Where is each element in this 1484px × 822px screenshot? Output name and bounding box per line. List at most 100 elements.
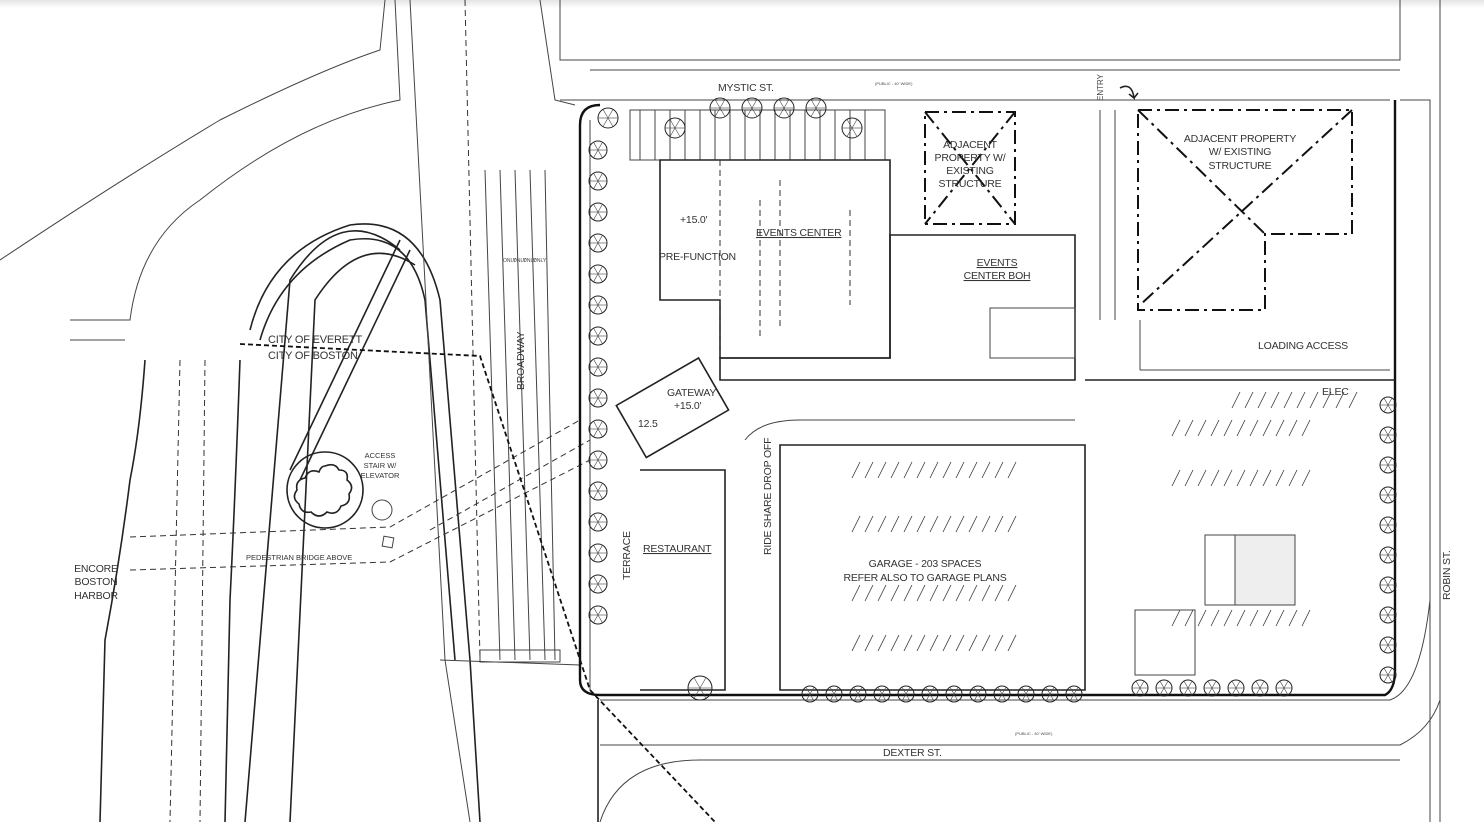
parking-stall-line — [903, 634, 913, 652]
broadway-label: BROADWAY — [515, 331, 527, 390]
parking-stall-line — [1249, 469, 1259, 487]
parking-stall-line — [1309, 391, 1319, 409]
loading-access-label: LOADING ACCESS — [1258, 340, 1348, 352]
parking-stall-line — [1184, 469, 1194, 487]
parking-stall-line — [942, 584, 952, 602]
parking-stall-line — [955, 634, 965, 652]
parking-stall-line — [1171, 419, 1181, 437]
parking-stall-line — [890, 461, 900, 479]
svg-text:CENTER BOH: CENTER BOH — [964, 270, 1031, 282]
parking-stall-line — [1197, 469, 1207, 487]
parking-stall-line — [864, 515, 874, 533]
svg-text:GATEWAY: GATEWAY — [667, 387, 716, 399]
parking-stall-line — [916, 461, 926, 479]
adjacent-property-small — [924, 111, 1016, 225]
parking-stall-line — [1223, 469, 1233, 487]
parking-stall-line — [864, 634, 874, 652]
stair-elevation: 12.5 — [638, 418, 658, 430]
ride-share-label: RIDE SHARE DROP OFF — [762, 438, 774, 555]
parking-stall-line — [1236, 469, 1246, 487]
parking-stall-line — [916, 515, 926, 533]
parking-stall-line — [877, 461, 887, 479]
parking-stall-line — [1249, 609, 1259, 627]
parking-stall-line — [1171, 609, 1181, 627]
parking-stall-line — [1296, 391, 1306, 409]
parking-stall-line — [890, 515, 900, 533]
parking-stall-line — [877, 584, 887, 602]
encore-label: ENCORE BOSTON HARBOR — [74, 563, 119, 602]
parking-stall-line — [1288, 469, 1298, 487]
parking-stall-line — [1197, 419, 1207, 437]
parking-stall-line — [1236, 419, 1246, 437]
plaza — [129, 419, 591, 571]
parking-stall-line — [1270, 391, 1280, 409]
parking-stall-line — [851, 461, 861, 479]
parking-stall-line — [994, 461, 1004, 479]
parking-stall-line — [968, 515, 978, 533]
parking-stall-line — [981, 584, 991, 602]
parking-stall-line — [929, 461, 939, 479]
parking-stall-line — [1223, 419, 1233, 437]
parking-stalls — [851, 391, 1358, 652]
parking-stall-line — [955, 461, 965, 479]
parking-stall-line — [903, 584, 913, 602]
svg-text:REFER ALSO TO GARAGE PLANS: REFER ALSO TO GARAGE PLANS — [843, 572, 1006, 584]
parking-stall-line — [1184, 419, 1194, 437]
parking-stall-line — [1007, 461, 1017, 479]
viewer-top-shadow — [0, 0, 1484, 8]
svg-text:+15.0': +15.0' — [674, 400, 702, 412]
lane-marking: ONLY — [503, 258, 517, 264]
parking-stall-line — [1244, 391, 1254, 409]
parking-stall-line — [929, 584, 939, 602]
parking-stall-line — [1275, 419, 1285, 437]
parking-stall-line — [968, 461, 978, 479]
svg-text:ADJACENT PROPERTY: ADJACENT PROPERTY — [1184, 133, 1297, 145]
parking-stall-line — [851, 584, 861, 602]
adjacent-large-label: ADJACENT PROPERTY W/ EXISTING STRUCTURE — [1184, 133, 1297, 172]
svg-text:HARBOR: HARBOR — [74, 590, 118, 602]
svg-text:EVENTS: EVENTS — [977, 257, 1018, 269]
parking-stall-line — [942, 634, 952, 652]
gateway-label: GATEWAY +15.0' — [667, 387, 717, 412]
parking-stall-line — [1335, 391, 1345, 409]
pedestrian-bridge-label: PEDESTRIAN BRIDGE ABOVE — [246, 553, 352, 562]
parking-stall-line — [851, 634, 861, 652]
parking-stall-line — [864, 461, 874, 479]
parking-stall-line — [877, 515, 887, 533]
parking-stall-line — [916, 634, 926, 652]
site — [578, 100, 1397, 697]
parking-stall-line — [981, 461, 991, 479]
svg-text:STRUCTURE: STRUCTURE — [1209, 160, 1272, 172]
parking-stall-line — [877, 634, 887, 652]
broadway-lanes: ONLY ONLY ONLY ONLY BROADWAY — [464, 0, 561, 663]
parking-stall-line — [929, 634, 939, 652]
svg-text:CITY OF EVERETT: CITY OF EVERETT — [268, 334, 362, 346]
parking-stall-line — [1007, 634, 1017, 652]
parking-stall-line — [916, 584, 926, 602]
parking-stall-line — [864, 584, 874, 602]
pre-function-label: PRE-FUNCTION — [659, 251, 736, 263]
parking-stall-line — [1257, 391, 1267, 409]
parking-stall-line — [1249, 419, 1259, 437]
parking-stall-line — [1288, 609, 1298, 627]
svg-text:W/ EXISTING: W/ EXISTING — [1209, 146, 1272, 158]
entry-label: ENTRY — [1096, 73, 1105, 101]
svg-text:PROPERTY W/: PROPERTY W/ — [935, 152, 1006, 164]
parking-stall-line — [1301, 609, 1311, 627]
parking-stall-line — [968, 634, 978, 652]
parking-stall-line — [1301, 469, 1311, 487]
terrace-label: TERRACE — [621, 531, 633, 580]
parking-stall-line — [955, 515, 965, 533]
parking-stall-line — [851, 515, 861, 533]
parking-stall-line — [890, 634, 900, 652]
elec-label: ELEC — [1322, 386, 1349, 398]
robin-st-label: ROBIN ST. — [1441, 550, 1453, 600]
lane-marking: ONLY — [523, 258, 537, 264]
parking-stall-line — [981, 634, 991, 652]
parking-stall-line — [1262, 609, 1272, 627]
parking-stall-line — [890, 584, 900, 602]
parking-stall-line — [1171, 469, 1181, 487]
svg-text:EXISTING: EXISTING — [946, 165, 993, 177]
parking-stall-line — [1275, 609, 1285, 627]
parking-stall-line — [955, 584, 965, 602]
